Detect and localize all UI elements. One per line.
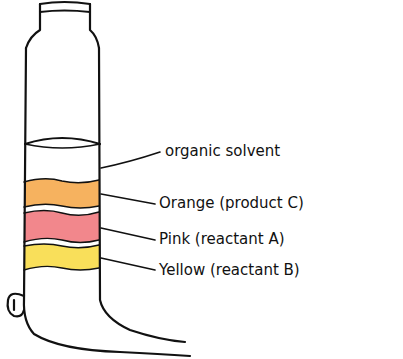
band-edge	[24, 238, 99, 242]
band-edge	[24, 179, 99, 183]
stopcock	[8, 294, 24, 317]
band-edge	[24, 211, 99, 216]
stopcock	[13, 300, 15, 310]
leader-line	[101, 258, 155, 270]
rim	[40, 2, 90, 4]
meniscus	[25, 138, 100, 144]
part-label: organic solvent	[165, 142, 280, 160]
band-edge	[24, 204, 99, 208]
rim	[40, 4, 90, 12]
leader-line	[101, 228, 155, 240]
neck-right	[90, 12, 99, 48]
yellow-band	[24, 244, 99, 270]
leader-line	[101, 194, 155, 204]
part-label: Orange (product C)	[159, 194, 304, 212]
part-label: Pink (reactant A)	[159, 230, 285, 248]
neck-left	[26, 12, 40, 48]
leader-line	[101, 152, 160, 168]
part-label: Yellow (reactant B)	[159, 261, 300, 279]
orange-band	[24, 179, 99, 208]
column-outline	[8, 2, 190, 356]
meniscus	[25, 144, 100, 148]
band-edge	[24, 244, 99, 248]
band-edge	[24, 266, 99, 270]
pink-band	[24, 211, 99, 243]
